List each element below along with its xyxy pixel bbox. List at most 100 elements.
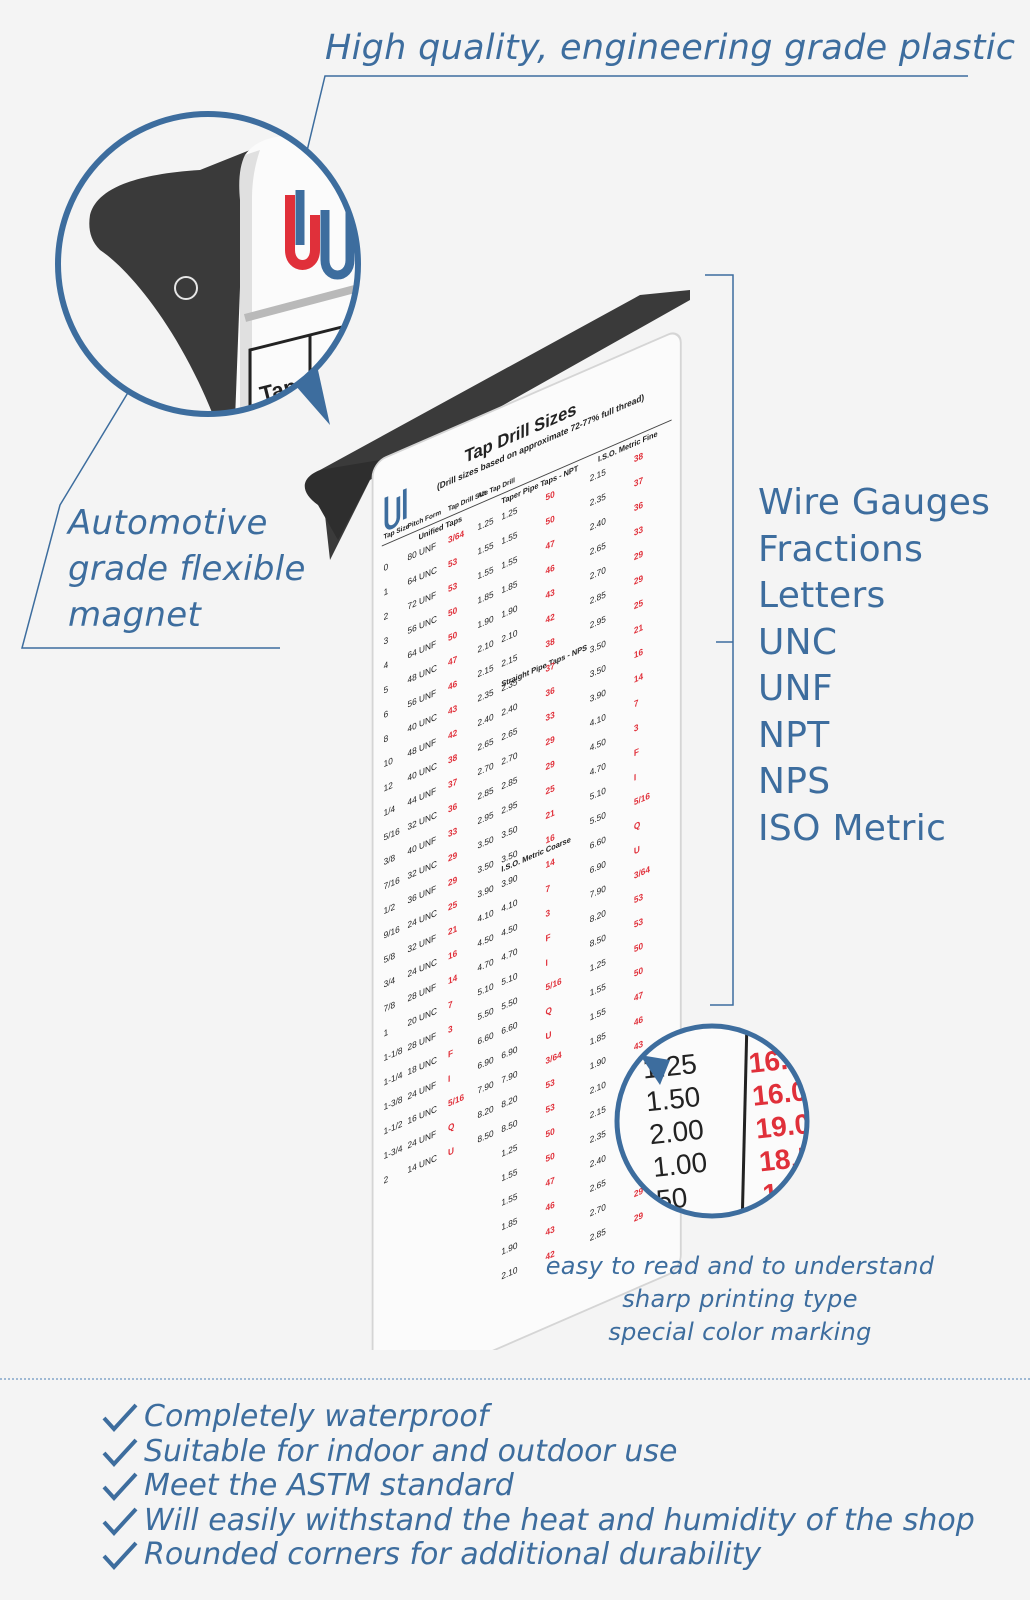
magnifier-bottom-ring (614, 1023, 810, 1219)
magnet-callout-line: grade flexible (68, 549, 306, 589)
card-tap-size: 2 (384, 610, 389, 622)
card-filler-value: 33 (634, 524, 643, 538)
card-tap-size: 3/4 (384, 975, 395, 990)
card-filler-value: 3 (634, 722, 639, 734)
card-tap-size: 1/2 (384, 901, 395, 916)
card-filler-value: 29 (634, 1185, 643, 1199)
readability-line: sharp printing type (622, 1285, 858, 1313)
card-filler-value: 29 (546, 734, 555, 748)
magnet-callout-line: Automotive (68, 503, 268, 543)
feature-label: Meet the ASTM standard (144, 1468, 514, 1503)
card-filler-value: 29 (634, 548, 643, 562)
card-drill-size: 7 (448, 999, 453, 1011)
card-tap-size: 6 (384, 708, 389, 720)
dotted-divider (0, 1378, 1030, 1380)
card-tap-size: 1 (384, 1027, 389, 1039)
card-tap-size: 0 (384, 561, 389, 573)
tap-drill-card (371, 332, 682, 1350)
magnifier-bottom-pointer (640, 1055, 670, 1085)
card-drill-size: Q (448, 1120, 454, 1133)
card-filler-value: 53 (546, 1077, 555, 1091)
card-filler-value: 7 (546, 883, 551, 895)
card-drill-size: 47 (448, 654, 457, 668)
spec-bracket (705, 274, 734, 1006)
card-drill-size: 3 (448, 1023, 453, 1035)
magnet-callout-line: magnet (68, 595, 202, 635)
feature-item: Suitable for indoor and outdoor use (102, 1433, 975, 1470)
card-drill-size: 42 (448, 727, 457, 741)
card-tap-size: 2 (384, 1174, 389, 1186)
card-filler-value: I (634, 772, 636, 783)
card-drill-size: F (448, 1047, 454, 1059)
card-tap-size: 1/4 (384, 803, 395, 818)
magnifier-top-ring (55, 111, 361, 417)
card-drill-size: I (448, 1073, 450, 1084)
card-header-rule (381, 419, 672, 547)
magnet-callout-leader (21, 289, 280, 649)
card-filler-value: 14 (634, 671, 643, 685)
card-filler-value: 53 (634, 891, 643, 905)
card-drill-size: 29 (448, 850, 457, 864)
card-filler-value: 36 (546, 685, 555, 699)
card-filler-value: 37 (546, 660, 555, 674)
feature-item: Completely waterproof (102, 1399, 975, 1435)
card-filler-value: 36 (634, 499, 643, 513)
card-drill-size: 46 (448, 678, 457, 692)
spec-list: Wire Gauges Fractions Letters UNC UNF NP… (758, 480, 990, 852)
card-filler-value: 29 (634, 1210, 643, 1224)
spec-item: UNF (758, 668, 833, 709)
card-drill-size: 21 (448, 923, 457, 937)
card-drill-size: 53 (448, 580, 457, 594)
card-filler-value: 21 (546, 807, 555, 821)
card-filler-value: 46 (546, 562, 555, 576)
card-filler-value: 38 (634, 450, 643, 464)
card-drill-size: 38 (448, 752, 457, 766)
card-drill-size: 37 (448, 776, 457, 790)
card-filler-value: 37 (634, 475, 643, 489)
card-filler-value: 50 (634, 940, 643, 954)
card-filler-value: U (634, 844, 640, 857)
zoom-left-value: 1.00 (651, 1146, 708, 1183)
card-drill-size: 36 (448, 801, 457, 815)
zoom-right-value: 16.00 (751, 1074, 824, 1112)
card-filler-value: 43 (546, 587, 555, 601)
card-filler-value: 50 (634, 965, 643, 979)
card-filler-value: F (546, 931, 552, 943)
top-callout: High quality, engineering grade plastic (325, 28, 1016, 68)
card-filler-value: 16 (546, 832, 555, 846)
magnifier-top: Tap (58, 114, 358, 414)
card-filler-value: F (634, 746, 640, 758)
card-drill-size: 50 (448, 629, 457, 643)
card-filler-value: 43 (546, 1224, 555, 1238)
feature-label: Suitable for indoor and outdoor use (144, 1433, 678, 1469)
spec-item: NPT (758, 714, 830, 756)
feature-list: Completely waterproof Suitable for indoo… (102, 1399, 975, 1573)
card-filler-value: 14 (546, 856, 555, 870)
card-filler-value: 16 (634, 646, 643, 660)
card-drill-size: 50 (448, 605, 457, 619)
card-drill-size: 25 (448, 899, 457, 913)
card-filler-value: 29 (546, 758, 555, 772)
magnet-backing (320, 290, 690, 560)
card-filler-value: 38 (546, 636, 555, 650)
card-filler-value: 7 (634, 697, 639, 709)
card-drill-size: 53 (448, 556, 457, 570)
spec-item: Letters (758, 575, 886, 616)
card-tap-size: 4 (384, 659, 389, 671)
spec-item: NPS (758, 761, 831, 802)
card-filler-value: 33 (546, 709, 555, 723)
card-tap-size: 7/8 (384, 999, 395, 1014)
readability-caption: easy to read and to understand sharp pri… (520, 1250, 960, 1349)
feature-label: Completely waterproof (144, 1399, 489, 1434)
feature-item: Meet the ASTM standard (102, 1468, 975, 1504)
card-filler-value: 50 (546, 1126, 555, 1140)
card-tap-size: 8 (384, 733, 389, 745)
product-illustration: Tap Drill Sizes(Drill sizes based on app… (21, 75, 968, 1350)
card-tap-size: 3/8 (384, 852, 395, 867)
feature-label: Will easily withstand the heat and humid… (144, 1502, 975, 1538)
spec-item: Fractions (758, 528, 924, 570)
card-filler-value: 47 (546, 538, 555, 552)
readability-line: easy to read and to understand (545, 1252, 935, 1280)
card-filler-value: 25 (634, 597, 643, 611)
card-filler-value: U (546, 1029, 552, 1042)
